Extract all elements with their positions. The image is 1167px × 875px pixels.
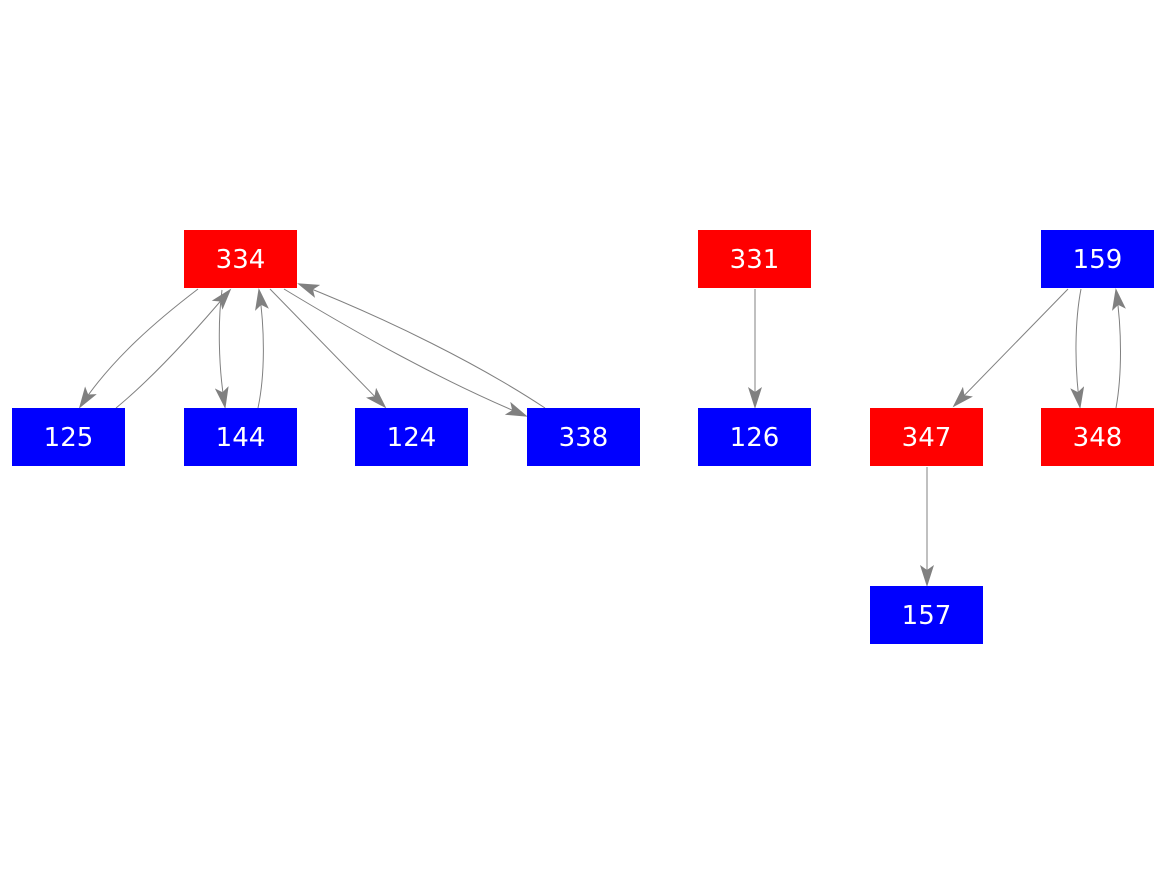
node-label: 159 bbox=[1073, 245, 1123, 275]
node-124[interactable]: 124 bbox=[355, 408, 468, 466]
node-159[interactable]: 159 bbox=[1041, 230, 1154, 288]
edge-334-to-124 bbox=[269, 288, 387, 409]
node-144[interactable]: 144 bbox=[184, 408, 297, 466]
node-box bbox=[698, 408, 811, 466]
node-label: 348 bbox=[1073, 423, 1123, 453]
node-157[interactable]: 157 bbox=[870, 586, 983, 644]
node-334[interactable]: 334 bbox=[184, 230, 297, 288]
node-box bbox=[698, 230, 811, 288]
edge-334-to-338 bbox=[283, 288, 528, 417]
node-box bbox=[870, 586, 983, 644]
node-label: 144 bbox=[216, 423, 266, 453]
nodes-layer: 334 125 144 124 338 331 126 159 347 348 157 bbox=[12, 230, 1154, 644]
node-label: 125 bbox=[44, 423, 94, 453]
edge-144-to-334 bbox=[255, 288, 269, 409]
edge-338-to-334 bbox=[297, 283, 546, 409]
node-label: 338 bbox=[559, 423, 609, 453]
node-box bbox=[184, 408, 297, 466]
node-box bbox=[527, 408, 640, 466]
node-box bbox=[870, 408, 983, 466]
edge-334-to-144 bbox=[214, 289, 229, 409]
edge-125-to-334 bbox=[115, 288, 232, 409]
node-box bbox=[1041, 408, 1154, 466]
edge-334-to-125 bbox=[78, 288, 199, 409]
node-label: 126 bbox=[730, 423, 780, 453]
node-348[interactable]: 348 bbox=[1041, 408, 1154, 466]
node-347[interactable]: 347 bbox=[870, 408, 983, 466]
node-label: 331 bbox=[730, 245, 780, 275]
node-331[interactable]: 331 bbox=[698, 230, 811, 288]
node-125[interactable]: 125 bbox=[12, 408, 125, 466]
node-box bbox=[12, 408, 125, 466]
edge-348-to-159 bbox=[1112, 288, 1126, 409]
edges-layer bbox=[78, 283, 1126, 587]
node-label: 347 bbox=[902, 423, 952, 453]
node-label: 124 bbox=[387, 423, 437, 453]
edge-159-to-348 bbox=[1070, 288, 1085, 409]
node-338[interactable]: 338 bbox=[527, 408, 640, 466]
edge-159-to-347 bbox=[952, 288, 1069, 408]
node-box bbox=[184, 230, 297, 288]
node-126[interactable]: 126 bbox=[698, 408, 811, 466]
node-label: 157 bbox=[902, 601, 952, 631]
node-box bbox=[1041, 230, 1154, 288]
node-box bbox=[355, 408, 468, 466]
node-label: 334 bbox=[216, 245, 266, 275]
